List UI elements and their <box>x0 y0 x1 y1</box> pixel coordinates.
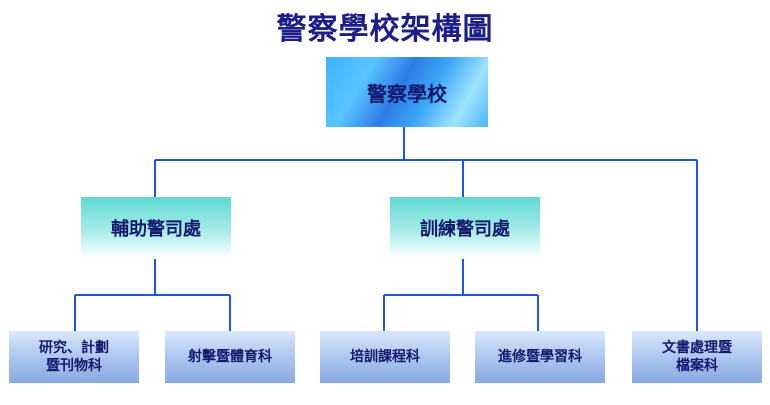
diagram-title: 警察學校架構圖 <box>276 12 494 47</box>
node-label: 培訓課程科 <box>350 349 420 365</box>
node-further-study-section: 進修暨學習科 <box>475 331 605 383</box>
node-label: 訓練警司處 <box>420 219 510 240</box>
node-support-division: 輔助警司處 <box>81 197 231 259</box>
node-label-line-1: 研究、計劃 <box>39 340 109 356</box>
node-label: 射擊暨體育科 <box>188 349 272 365</box>
node-label: 輔助警司處 <box>111 219 201 240</box>
node-police-school: 警察學校 <box>326 57 488 127</box>
node-label: 警察學校 <box>367 81 447 106</box>
node-label-line-2: 暨刊物科 <box>46 358 102 374</box>
node-label-line-2: 檔案科 <box>676 358 718 374</box>
node-research-planning-section: 研究、計劃 暨刊物科 <box>9 331 139 383</box>
node-label-line-1: 文書處理暨 <box>662 340 732 356</box>
node-training-courses-section: 培訓課程科 <box>320 331 450 383</box>
node-shooting-pe-section: 射擊暨體育科 <box>165 331 295 383</box>
node-documents-archives-section: 文書處理暨 檔案科 <box>632 331 762 383</box>
node-training-division: 訓練警司處 <box>390 197 540 259</box>
node-label: 進修暨學習科 <box>498 349 582 365</box>
